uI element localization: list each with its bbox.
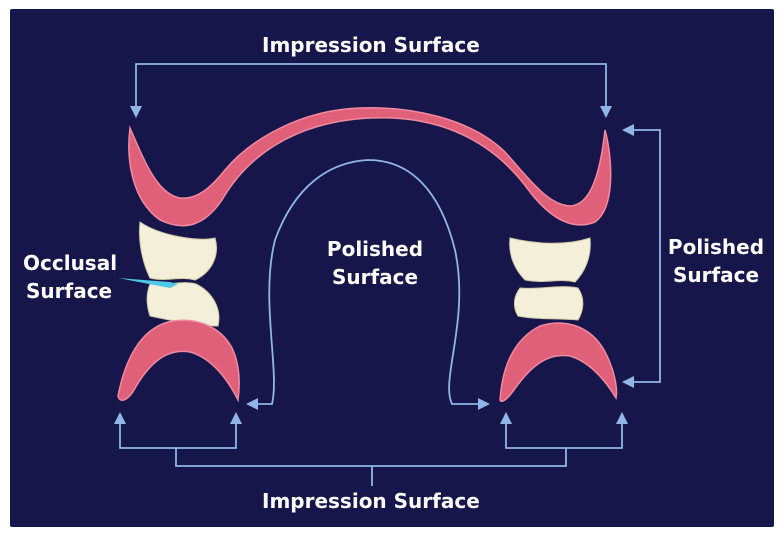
polished-surface-right-label-1: Polished [664,236,768,258]
bottom-right-arrowhead-1 [500,412,512,424]
right-top-arrowhead [622,124,634,136]
polished-surface-center-label-1: Polished [320,238,430,260]
left-upper-tooth [139,222,216,280]
right-lower-denture [500,323,617,401]
bottom-left-arrowhead-2 [230,412,242,424]
top-impression-bracket [136,64,606,114]
bottom-right-arrowhead-2 [616,412,628,424]
bottom-left-arrowhead-1 [114,412,126,424]
right-bottom-arrowhead [622,376,634,388]
top-right-arrowhead [600,106,612,118]
bottom-connector [176,448,566,486]
upper-denture-flange [129,108,611,226]
polished-surface-center-label-2: Surface [320,266,430,288]
occlusal-surface-label-1: Occlusal [23,252,117,274]
impression-surface-bottom-label: Impression Surface [262,490,480,512]
left-lower-denture [118,320,239,400]
polished-surface-right-label-2: Surface [664,264,768,286]
right-upper-tooth [510,238,591,282]
impression-surface-top-label: Impression Surface [262,34,480,56]
bottom-left-bracket [120,418,236,448]
top-left-arrowhead [130,106,142,118]
center-left-arrowhead [246,398,258,410]
center-right-arrowhead [478,398,490,410]
bottom-right-bracket [506,418,622,448]
right-polished-bracket [628,130,660,382]
right-lower-tooth [514,287,583,320]
occlusal-surface-label-2: Surface [26,280,112,302]
